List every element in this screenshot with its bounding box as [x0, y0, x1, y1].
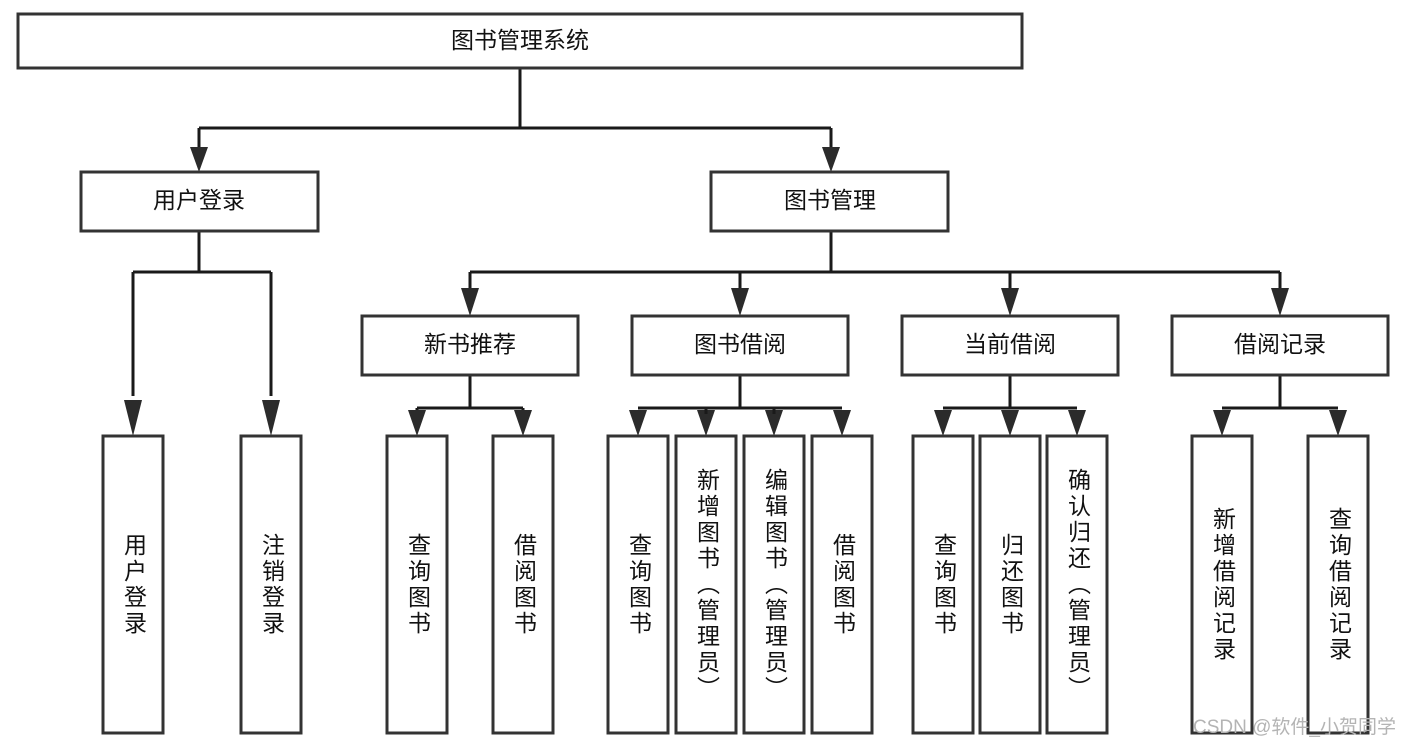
- node-borrow-records-box[interactable]: [1170, 314, 1390, 377]
- arrow-ul-leaf2: [262, 400, 280, 436]
- leaf-borrow-2-label-wrap: 新增图书（管理员）: [693, 467, 720, 702]
- connector-layer: [124, 68, 1347, 436]
- leaf-borrow-4-box[interactable]: [810, 434, 874, 735]
- leaf-current-3[interactable]: 确认归还（管理员）: [1045, 434, 1109, 735]
- arrow-to-current: [1001, 288, 1019, 316]
- leaf-user-login-1-label: 用户登录: [120, 532, 147, 637]
- arrow-rec-leaf1: [1213, 410, 1231, 436]
- leaf-borrow-3-label-wrap: 编辑图书（管理员）: [761, 467, 788, 702]
- node-root-label: 图书管理系统: [451, 27, 589, 53]
- leaf-borrow-2-box[interactable]: [674, 434, 738, 735]
- leaf-new-books-2-label-wrap: 借阅图书: [510, 532, 537, 637]
- node-new-book-recommend[interactable]: 新书推荐: [360, 314, 580, 377]
- leaf-current-1[interactable]: 查询图书: [911, 434, 975, 735]
- leaf-records-2-label: 查询借阅记录: [1325, 506, 1352, 663]
- leaf-user-login-2-label: 注销登录: [258, 532, 285, 637]
- leaf-user-login-1-box[interactable]: [101, 434, 165, 735]
- leaf-current-3-label-wrap: 确认归还（管理员）: [1064, 467, 1091, 702]
- leaf-records-2-box[interactable]: [1306, 434, 1370, 735]
- arrow-to-borrow: [731, 288, 749, 316]
- leaf-records-2[interactable]: 查询借阅记录: [1306, 434, 1370, 735]
- node-borrow-records-label: 借阅记录: [1234, 331, 1326, 357]
- leaf-borrow-2[interactable]: 新增图书（管理员）: [674, 434, 738, 735]
- leaf-current-2-label-wrap: 归还图书: [997, 532, 1024, 637]
- leaf-user-login-2-box[interactable]: [239, 434, 303, 735]
- leaf-current-1-label: 查询图书: [930, 532, 957, 637]
- leaf-new-books-1[interactable]: 查询图书: [385, 434, 449, 735]
- node-user-login-box[interactable]: [79, 170, 320, 233]
- node-user-login[interactable]: 用户登录: [79, 170, 320, 233]
- leaf-new-books-2-label: 借阅图书: [510, 532, 537, 637]
- node-book-borrow-box[interactable]: [630, 314, 850, 377]
- leaf-new-books-2[interactable]: 借阅图书: [491, 434, 555, 735]
- leaf-borrow-1-label-wrap: 查询图书: [625, 532, 652, 637]
- node-book-borrow[interactable]: 图书借阅: [630, 314, 850, 377]
- leaf-user-login-2[interactable]: 注销登录: [239, 434, 303, 735]
- node-book-management[interactable]: 图书管理: [709, 170, 950, 233]
- leaf-current-2-box[interactable]: [978, 434, 1042, 735]
- arrow-nb-leaf1: [408, 410, 426, 436]
- node-book-borrow-label: 图书借阅: [694, 331, 786, 357]
- leaf-current-1-label-wrap: 查询图书: [930, 532, 957, 637]
- leaf-new-books-1-label: 查询图书: [404, 532, 431, 637]
- arrow-to-records: [1271, 288, 1289, 316]
- arrow-nb-leaf2: [514, 410, 532, 436]
- leaf-borrow-1-box[interactable]: [606, 434, 670, 735]
- leaf-borrow-1-label: 查询图书: [625, 532, 652, 637]
- arrow-ul-leaf1: [124, 400, 142, 436]
- arrow-to-new-books: [461, 288, 479, 316]
- node-current-borrow-label: 当前借阅: [964, 331, 1056, 357]
- watermark: CSDN @软件_小贺同学: [1193, 716, 1396, 738]
- arrow-bw-leaf4: [833, 410, 851, 436]
- arrow-rec-leaf2: [1329, 410, 1347, 436]
- leaf-borrow-3-label: 编辑图书（管理员）: [761, 467, 788, 702]
- node-new-book-recommend-box[interactable]: [360, 314, 580, 377]
- leaf-borrow-4-label-wrap: 借阅图书: [829, 532, 856, 637]
- arrow-bw-leaf2: [697, 410, 715, 436]
- leaf-records-1-label-wrap: 新增借阅记录: [1209, 506, 1236, 663]
- leaf-borrow-2-label: 新增图书（管理员）: [693, 467, 720, 702]
- leaf-current-3-box[interactable]: [1045, 434, 1109, 735]
- leaf-borrow-4[interactable]: 借阅图书: [810, 434, 874, 735]
- leaf-current-3-label: 确认归还（管理员）: [1064, 467, 1091, 702]
- arrow-cur-leaf2: [1001, 410, 1019, 436]
- leaf-borrow-3-box[interactable]: [742, 434, 806, 735]
- leaf-new-books-1-box[interactable]: [385, 434, 449, 735]
- leaf-current-1-box[interactable]: [911, 434, 975, 735]
- leaf-borrow-1[interactable]: 查询图书: [606, 434, 670, 735]
- arrow-bw-leaf3: [765, 410, 783, 436]
- leaf-user-login-1[interactable]: 用户登录: [101, 434, 165, 735]
- leaf-records-1-box[interactable]: [1190, 434, 1254, 735]
- leaf-current-2[interactable]: 归还图书: [978, 434, 1042, 735]
- leaf-records-1[interactable]: 新增借阅记录: [1190, 434, 1254, 735]
- leaf-user-login-1-label-wrap: 用户登录: [120, 532, 147, 637]
- leaf-current-2-label: 归还图书: [997, 532, 1024, 637]
- node-current-borrow-box[interactable]: [900, 314, 1120, 377]
- arrow-to-user-login: [190, 147, 208, 172]
- node-user-login-label: 用户登录: [153, 187, 245, 213]
- node-root[interactable]: 图书管理系统: [16, 12, 1024, 70]
- node-borrow-records[interactable]: 借阅记录: [1170, 314, 1390, 377]
- node-book-management-box[interactable]: [709, 170, 950, 233]
- leaf-records-2-label-wrap: 查询借阅记录: [1325, 506, 1352, 663]
- node-new-book-recommend-label: 新书推荐: [424, 331, 516, 357]
- arrow-cur-leaf1: [934, 410, 952, 436]
- leaf-user-login-2-label-wrap: 注销登录: [258, 532, 285, 637]
- arrow-cur-leaf3: [1068, 410, 1086, 436]
- arrow-bw-leaf1: [629, 410, 647, 436]
- node-root-box[interactable]: [16, 12, 1024, 70]
- leaf-new-books-2-box[interactable]: [491, 434, 555, 735]
- leaf-borrow-3[interactable]: 编辑图书（管理员）: [742, 434, 806, 735]
- arrow-to-book-mgmt: [822, 147, 840, 172]
- node-book-management-label: 图书管理: [784, 187, 876, 213]
- leaf-records-1-label: 新增借阅记录: [1209, 506, 1236, 663]
- node-current-borrow[interactable]: 当前借阅: [900, 314, 1120, 377]
- leaf-borrow-4-label: 借阅图书: [829, 532, 856, 637]
- leaf-new-books-1-label-wrap: 查询图书: [404, 532, 431, 637]
